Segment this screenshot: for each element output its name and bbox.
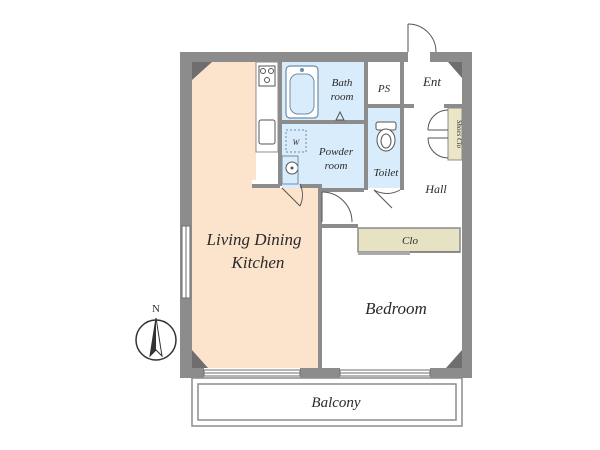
bathroom-label-line1: Bath (332, 77, 353, 89)
bathroom-label-line2: room (331, 91, 354, 103)
stove-icon (258, 65, 276, 87)
ldk-door (281, 187, 301, 207)
wall-corner-accent (192, 350, 208, 368)
ldk-label-line1: Living Dining (206, 230, 302, 249)
shoes-closet-door-swing (427, 109, 449, 131)
bedroom-closet (357, 227, 461, 253)
balcony (191, 377, 463, 427)
toilet-icon (375, 121, 397, 152)
stove-burner-icon (264, 77, 270, 83)
toilet-door-swing (373, 189, 401, 194)
vanity-counter (281, 155, 299, 185)
ldk-label-line2: Kitchen (231, 253, 285, 272)
wall-corner-accent (448, 62, 462, 78)
compass: N (135, 303, 177, 361)
stove-burner-icon (260, 68, 266, 74)
doors (281, 23, 460, 255)
sink-icon (258, 119, 276, 145)
washer-label: W (293, 138, 301, 147)
ps-label: PS (377, 83, 391, 95)
wall-corner-accent (192, 62, 212, 80)
bathtub-icon (285, 65, 319, 119)
shoes-closet-door-swing (427, 137, 449, 159)
bedroom-door-swing (321, 191, 353, 223)
balcony-label: Balcony (311, 395, 360, 411)
entrance-label: Ent (422, 74, 441, 89)
entrance-door-swing (407, 23, 437, 53)
bedroom-label: Bedroom (365, 299, 427, 318)
toilet-label: Toilet (374, 167, 400, 179)
ldk-floor (190, 58, 318, 368)
compass-north-label: N (152, 303, 160, 315)
bath-door-marker-icon (335, 110, 345, 121)
powder-room-label-line2: room (325, 160, 348, 172)
powder-room-label-line1: Powder (318, 146, 354, 158)
stove-burner-icon (268, 68, 274, 74)
washer-space-icon (285, 129, 307, 153)
ldk-door-swing (299, 183, 303, 207)
hall-label: Hall (424, 182, 447, 196)
windows (181, 225, 431, 377)
kitchen-counter (255, 61, 279, 153)
wall-corner-accent (446, 350, 462, 368)
closet-label: Clo (402, 235, 418, 247)
washbasin-drain-icon (290, 166, 294, 170)
shoes-closet-label: Shoes Clo (455, 120, 463, 149)
toilet-door (373, 189, 393, 209)
